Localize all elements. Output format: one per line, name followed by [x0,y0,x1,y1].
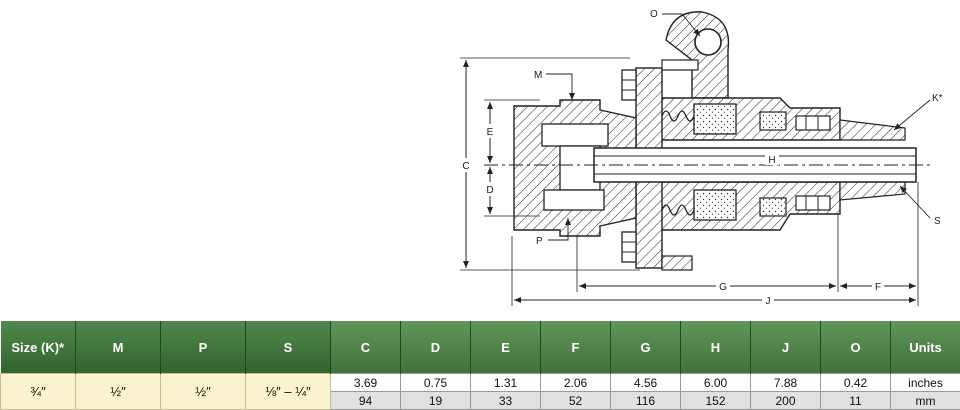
size-p-cell: ½″ [161,374,246,410]
label-m: M [534,70,542,81]
label-c: C [462,161,469,172]
bearing-top [796,116,830,130]
bolt-top [622,70,636,100]
inch-h: 6.00 [681,374,751,392]
bolt-bottom [622,232,636,262]
mm-f: 52 [541,392,611,410]
leader-k: K* [894,93,943,130]
header-units: Units [891,321,960,374]
inch-units: inches [891,374,960,392]
inch-g: 4.56 [611,374,681,392]
mm-d: 19 [401,392,471,410]
label-p: P [536,236,543,247]
label-k: K* [932,93,943,104]
inch-d: 0.75 [401,374,471,392]
header-row: Size (K)* M P S C D E F G H J O Units [1,321,960,374]
small-bolt [662,60,698,70]
header-g: G [611,321,681,374]
dimension-e: E [484,102,496,163]
dimension-j: J [514,293,916,307]
header-size: Size (K)* [1,321,76,374]
header-s: S [246,321,331,374]
dimension-f: F [840,279,916,293]
mm-e: 33 [471,392,541,410]
header-m: M [76,321,161,374]
header-e: E [471,321,541,374]
spec-table: Size (K)* M P S C D E F G H J O Units ¾″… [0,321,960,410]
mm-units: mm [891,392,960,410]
size-s-cell: ⅛″ – ¼″ [246,374,331,410]
inch-j: 7.88 [751,374,821,392]
label-j: J [766,296,771,307]
header-c: C [331,321,401,374]
size-k-cell: ¾″ [1,374,76,410]
dimension-g: G [579,279,836,293]
mm-o: 11 [821,392,891,410]
table-row-inches: ¾″ ½″ ½″ ⅛″ – ¼″ 3.69 0.75 1.31 2.06 4.5… [1,374,960,392]
inch-f: 2.06 [541,374,611,392]
size-m-cell: ½″ [76,374,161,410]
label-g: G [719,282,727,293]
inch-o: 0.42 [821,374,891,392]
cross-section-drawing: C E D H G F J O M [0,0,960,318]
inch-c: 3.69 [331,374,401,392]
label-f: F [875,282,881,293]
dimension-d: D [484,167,496,214]
label-o: O [650,9,658,20]
dimension-h: H [765,152,779,166]
label-h: H [768,155,775,166]
header-j: J [751,321,821,374]
dimension-c: C [460,60,472,268]
leader-m: M [534,70,572,100]
mm-g: 116 [611,392,681,410]
label-s: S [934,216,941,227]
mm-c: 94 [331,392,401,410]
mm-j: 200 [751,392,821,410]
header-d: D [401,321,471,374]
header-f: F [541,321,611,374]
header-h: H [681,321,751,374]
bearing-bottom [796,196,830,210]
mounting-lug [666,12,728,98]
mm-h: 152 [681,392,751,410]
header-o: O [821,321,891,374]
label-d: D [486,185,493,196]
leader-s: S [900,186,941,227]
inch-e: 1.31 [471,374,541,392]
label-e: E [487,127,494,138]
header-p: P [161,321,246,374]
